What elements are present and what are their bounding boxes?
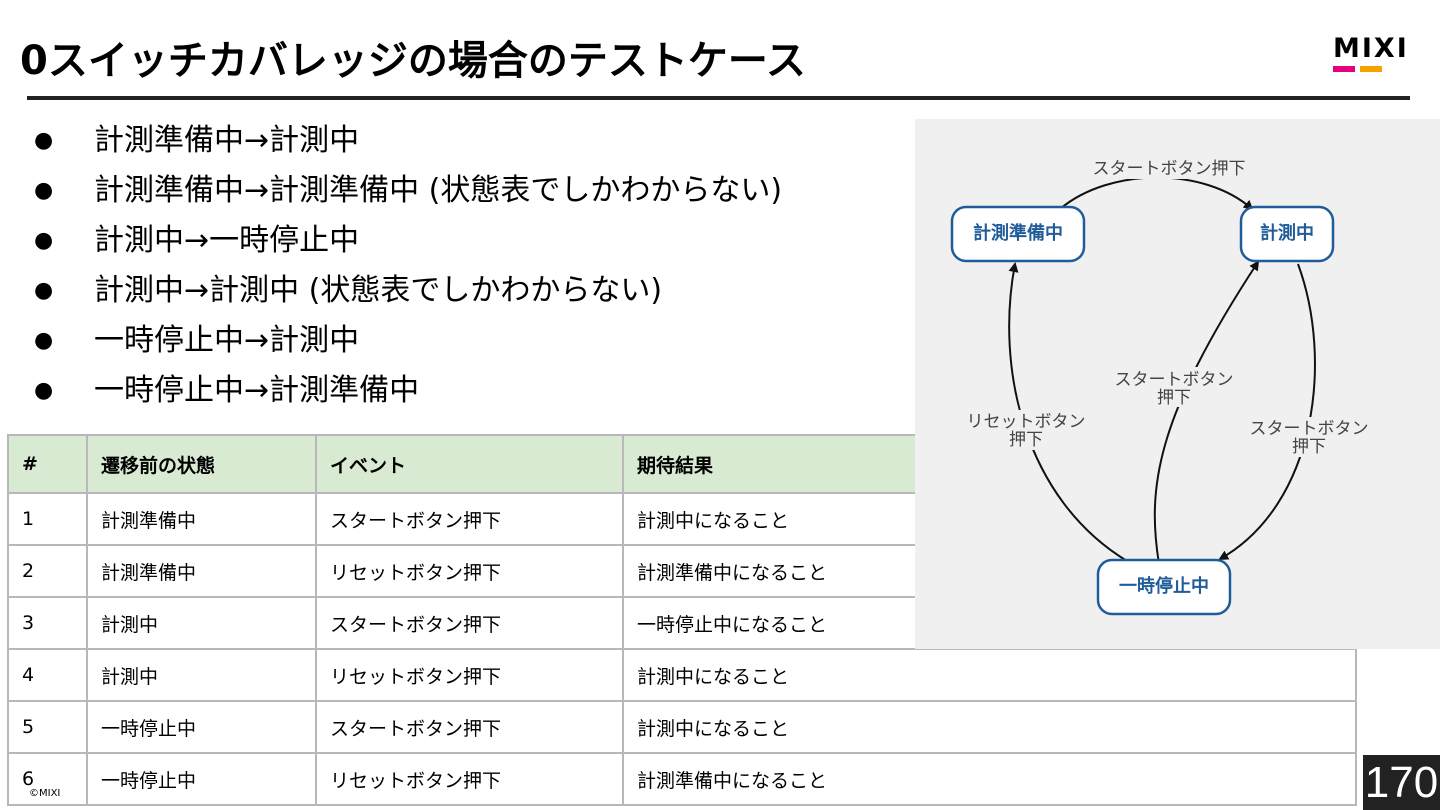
test-case-table: # 遷移前の状態 イベント 期待結果 1 計測準備中 スタートボタン押下 計測中…: [7, 434, 1357, 806]
header-event: イベント: [315, 434, 624, 494]
bullet-dot-icon: ●: [34, 178, 54, 203]
bullet-dot-icon: ●: [34, 278, 54, 303]
cell-number: 2: [7, 544, 88, 598]
node-measuring: [1239, 205, 1335, 263]
bullet-text: 計測中→一時停止中: [94, 223, 360, 258]
cell-number: 6: [7, 752, 88, 806]
bullet-text: 一時停止中→計測中: [94, 323, 360, 358]
bullet-dot-icon: ●: [34, 128, 54, 153]
table-row: 4 計測中 リセットボタン押下 計測中になること: [7, 648, 1357, 702]
logo-bars: [1333, 66, 1411, 72]
table-row: 5 一時停止中 スタートボタン押下 計測中になること: [7, 700, 1357, 754]
logo-text: MIXI: [1333, 33, 1409, 64]
cell-prev-state: 計測中: [86, 596, 317, 650]
bullet-item: ● 計測中→計測中 (状態表でしかわからない): [30, 268, 782, 318]
bullet-item: ● 計測準備中→計測準備中 (状態表でしかわからない): [30, 168, 782, 218]
node-measuring-label: 計測中: [1260, 222, 1314, 244]
bullet-text: 計測準備中→計測中: [94, 123, 360, 158]
cell-event: リセットボタン押下: [315, 752, 624, 806]
cell-number: 1: [7, 492, 88, 546]
edge-label-measuring-to-paused-2: 押下: [1292, 437, 1326, 457]
edge-label-paused-to-measuring-2: 押下: [1157, 388, 1191, 408]
edge-measuring-to-paused: [1218, 263, 1316, 560]
title-divider: [27, 96, 1410, 100]
cell-expected: 計測準備中になること: [622, 752, 1357, 806]
cell-expected: 計測中になること: [622, 700, 1357, 754]
bullet-item: ● 一時停止中→計測中: [30, 318, 782, 368]
edge-ready-to-measuring: [1059, 176, 1254, 211]
copyright: ©MIXI: [29, 788, 61, 799]
node-paused: [1096, 558, 1232, 616]
state-transition-diagram: スタートボタン押下 スタートボタン 押下 スタートボタン 押下 リセットボタン …: [915, 119, 1440, 649]
cell-expected: 計測中になること: [622, 648, 1357, 702]
node-ready-label: 計測準備中: [973, 222, 1063, 244]
cell-event: スタートボタン押下: [315, 700, 624, 754]
node-ready: [950, 205, 1086, 263]
edge-paused-to-measuring: [1153, 260, 1260, 565]
cell-prev-state: 計測準備中: [86, 492, 317, 546]
mixi-logo: MIXI: [1333, 33, 1411, 72]
node-paused-label: 一時停止中: [1119, 575, 1209, 597]
cell-number: 4: [7, 648, 88, 702]
edge-label-measuring-to-paused: スタートボタン: [1250, 419, 1369, 439]
logo-bar-magenta: [1333, 66, 1355, 72]
bullet-text: 一時停止中→計測準備中: [94, 373, 420, 408]
cell-number: 5: [7, 700, 88, 754]
edge-label-paused-to-ready: リセットボタン: [967, 412, 1086, 432]
cell-event: スタートボタン押下: [315, 596, 624, 650]
table-row: 6 一時停止中 リセットボタン押下 計測準備中になること: [7, 752, 1357, 806]
cell-event: スタートボタン押下: [315, 492, 624, 546]
cell-prev-state: 一時停止中: [86, 752, 317, 806]
cell-event: リセットボタン押下: [315, 544, 624, 598]
cell-prev-state: 計測準備中: [86, 544, 317, 598]
cell-prev-state: 計測中: [86, 648, 317, 702]
header-number: #: [7, 434, 88, 494]
cell-number: 3: [7, 596, 88, 650]
bullet-item: ● 一時停止中→計測準備中: [30, 368, 782, 418]
bullet-text: 計測準備中→計測準備中 (状態表でしかわからない): [94, 173, 783, 208]
bullet-list: ● 計測準備中→計測中 ● 計測準備中→計測準備中 (状態表でしかわからない) ● 計…: [30, 118, 782, 418]
bullet-dot-icon: ●: [34, 378, 54, 403]
bullet-dot-icon: ●: [34, 228, 54, 253]
edge-label-paused-to-measuring: スタートボタン: [1115, 370, 1234, 390]
bullet-item: ● 計測準備中→計測中: [30, 118, 782, 168]
bullet-dot-icon: ●: [34, 328, 54, 353]
edge-label-paused-to-ready-2: 押下: [1009, 430, 1043, 450]
bullet-item: ● 計測中→一時停止中: [30, 218, 782, 268]
cell-prev-state: 一時停止中: [86, 700, 317, 754]
logo-bar-orange: [1360, 66, 1382, 72]
cell-event: リセットボタン押下: [315, 648, 624, 702]
edge-label-ready-to-measuring: スタートボタン押下: [1093, 159, 1246, 179]
bullet-text: 計測中→計測中 (状態表でしかわからない): [94, 273, 663, 308]
slide-title: 0スイッチカバレッジの場合のテストケース: [20, 38, 806, 84]
diagram-svg: スタートボタン押下 スタートボタン 押下 スタートボタン 押下 リセットボタン …: [950, 155, 1370, 616]
page-number: 170: [1363, 755, 1440, 810]
header-prev-state: 遷移前の状態: [86, 434, 317, 494]
